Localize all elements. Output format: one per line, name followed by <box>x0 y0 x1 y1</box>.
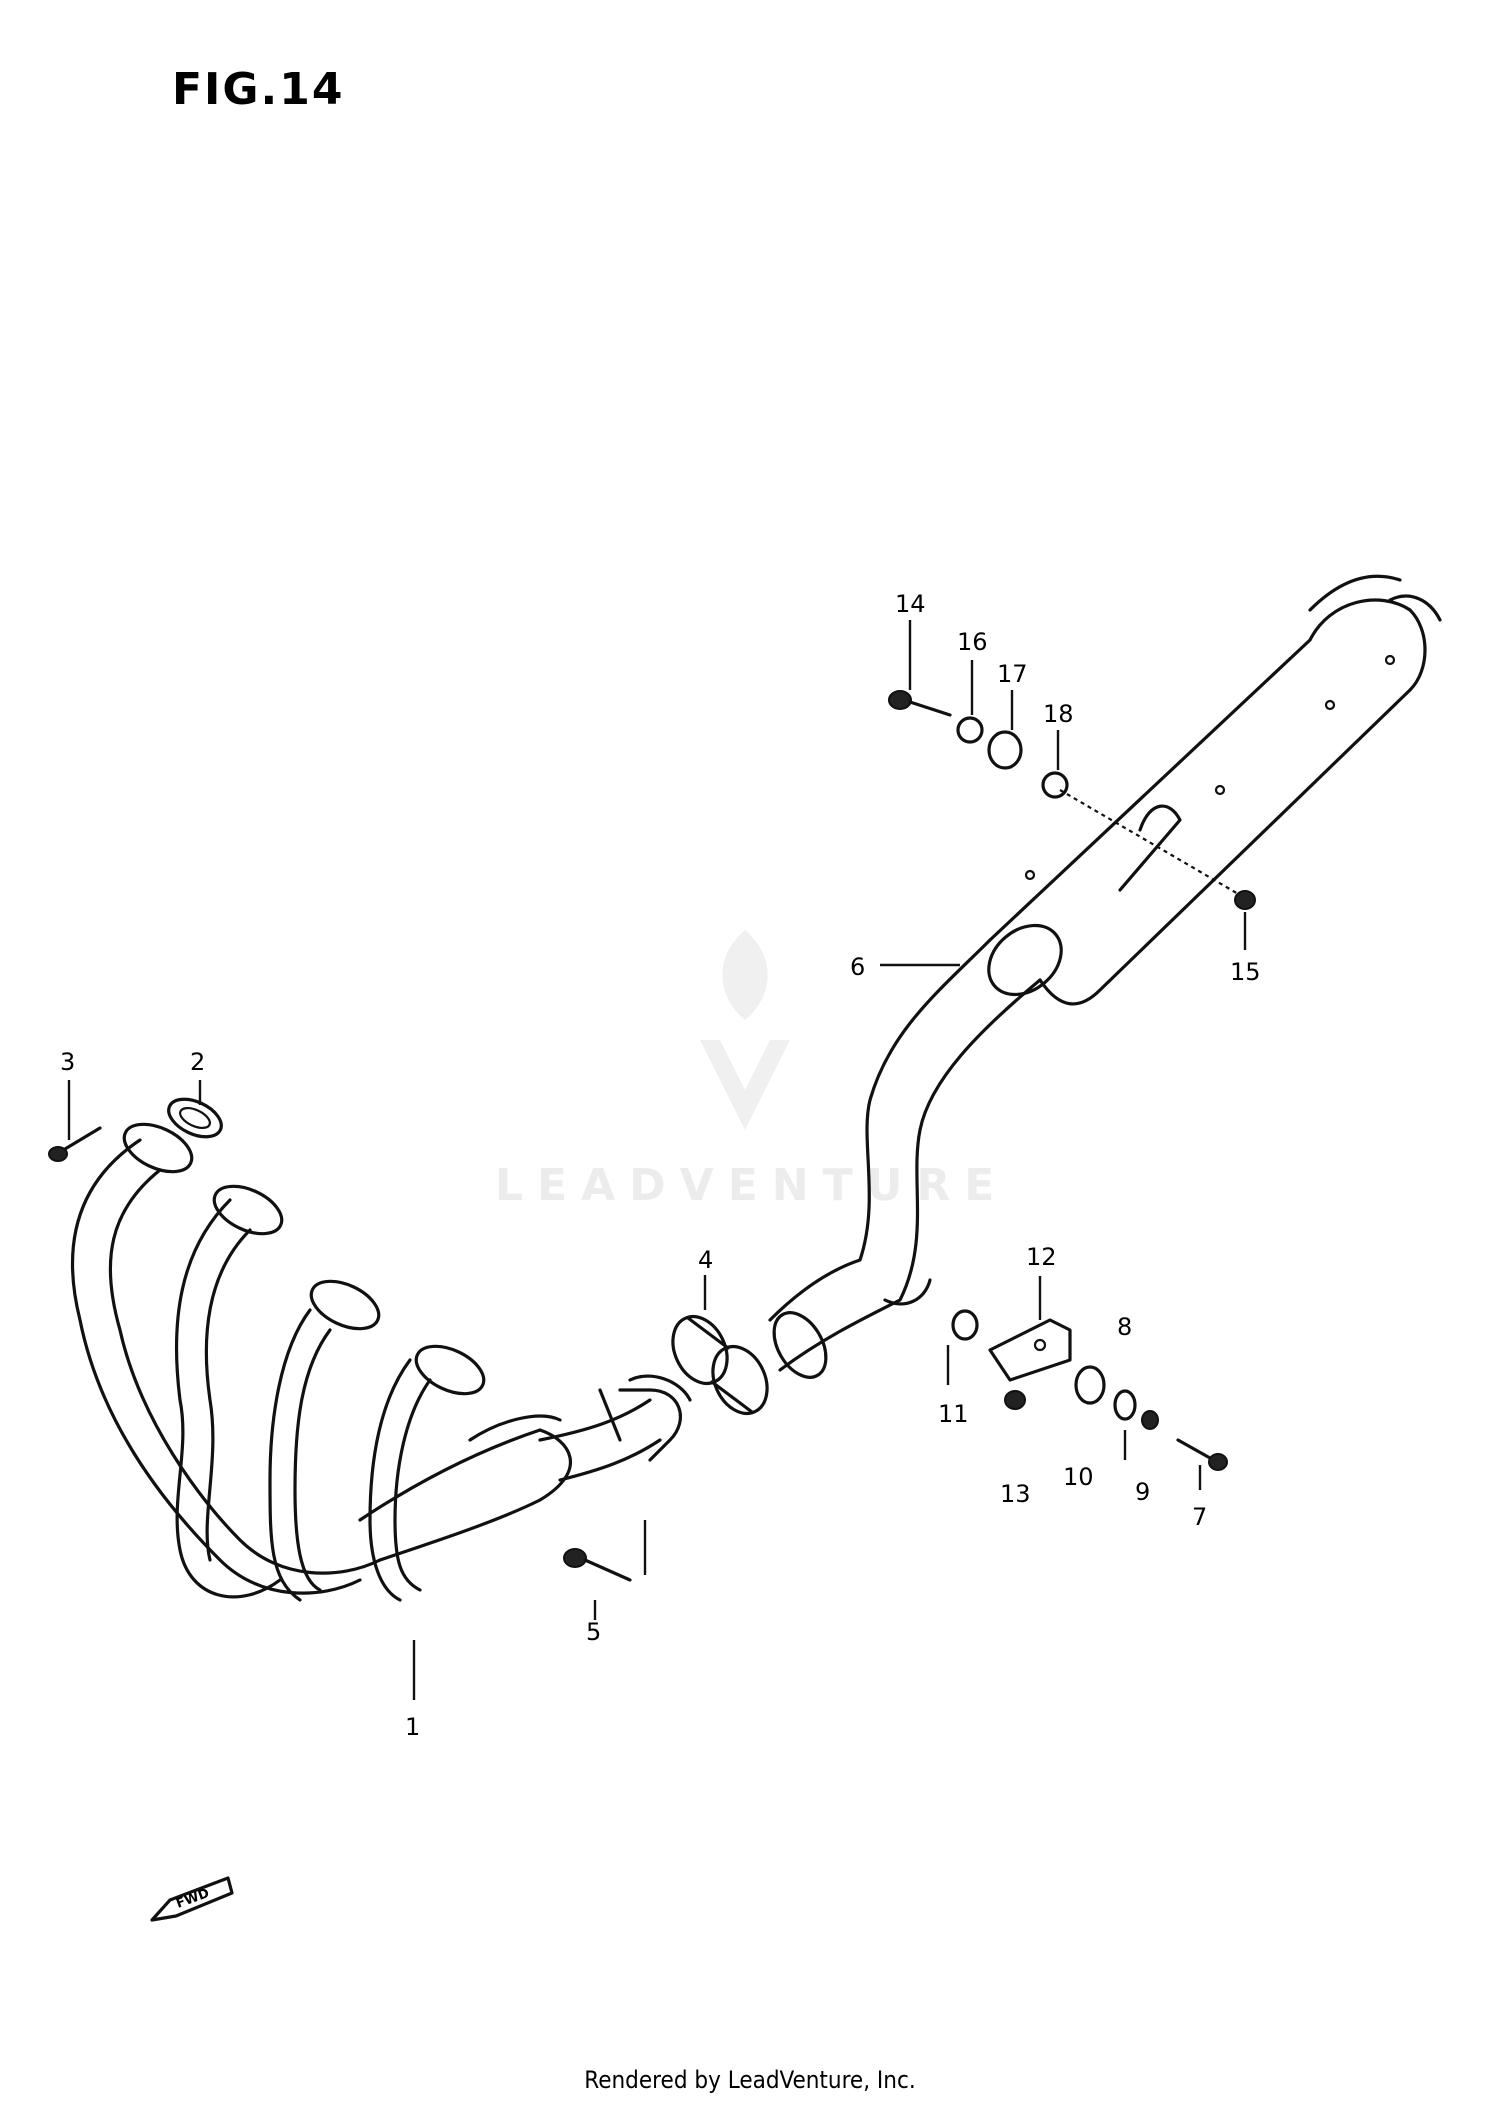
callout-3: 3 <box>60 1048 75 1076</box>
header-bolt <box>48 1126 102 1162</box>
figure-title: FIG.14 <box>172 64 345 115</box>
callout-15: 15 <box>1230 958 1261 986</box>
callout-7: 7 <box>1192 1503 1207 1531</box>
muffler-assembly <box>768 574 1442 1379</box>
callout-2: 2 <box>190 1048 205 1076</box>
callout-16: 16 <box>957 628 988 656</box>
callout-10: 10 <box>1063 1463 1094 1491</box>
callout-14: 14 <box>895 590 926 618</box>
callout-12: 12 <box>1026 1243 1057 1271</box>
watermark-logo <box>700 930 790 1130</box>
mounting-bracket <box>951 1309 1228 1471</box>
watermark: LEADVENTURE <box>495 1160 1009 1211</box>
callout-5: 5 <box>586 1618 601 1646</box>
callout-6: 6 <box>850 953 865 981</box>
callout-18: 18 <box>1043 700 1074 728</box>
clamp-bolt <box>563 1548 632 1582</box>
callout-13: 13 <box>1000 1480 1031 1508</box>
leader-lines <box>67 620 1247 1700</box>
callout-17: 17 <box>997 660 1028 688</box>
callout-4: 4 <box>698 1246 713 1274</box>
muffler-mount-hardware <box>888 690 1256 910</box>
callout-8: 8 <box>1117 1313 1132 1341</box>
gasket <box>167 1097 223 1139</box>
exhaust-header-pipes <box>70 1122 692 1602</box>
footer-credit: Rendered by LeadVenture, Inc. <box>584 2066 916 2094</box>
callout-11: 11 <box>938 1400 969 1428</box>
callout-9: 9 <box>1135 1478 1150 1506</box>
forward-arrow: FWD <box>150 1876 234 1922</box>
connector-sleeve <box>671 1314 769 1416</box>
callout-1: 1 <box>405 1713 420 1741</box>
